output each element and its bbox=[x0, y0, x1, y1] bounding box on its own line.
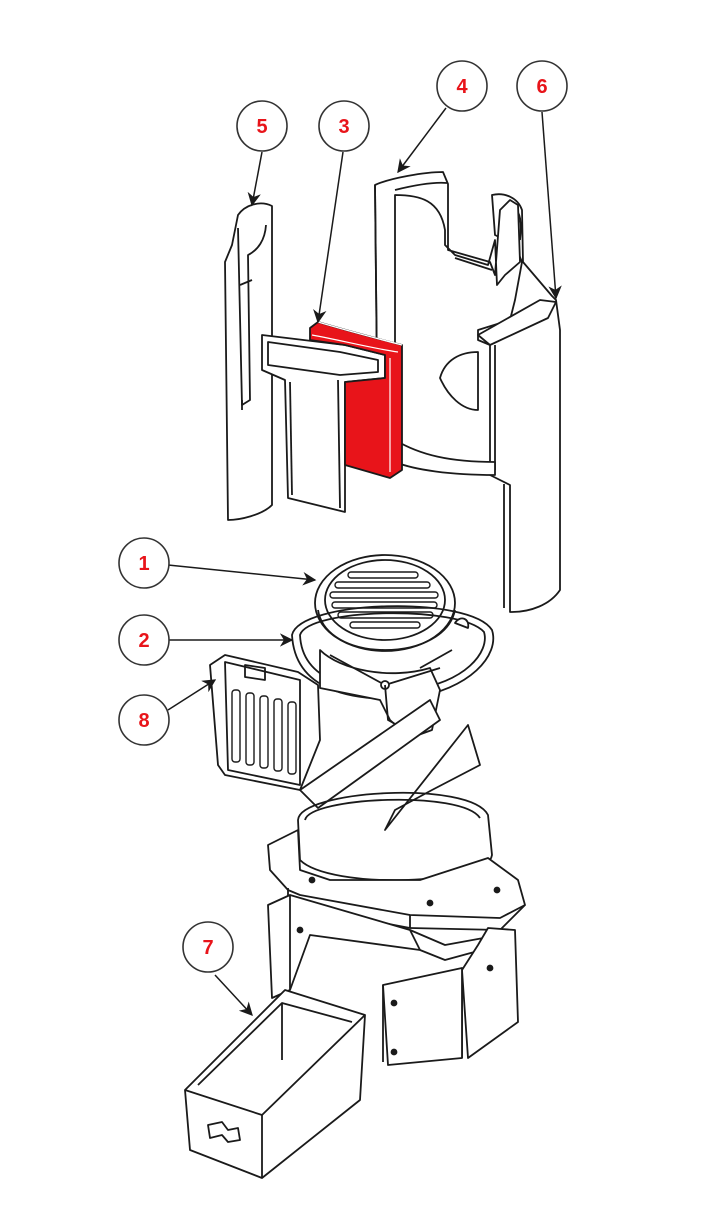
leader-7 bbox=[214, 974, 253, 1016]
callout-5: 5 bbox=[236, 100, 288, 152]
callout-1-label: 1 bbox=[138, 553, 149, 575]
leader-5 bbox=[247, 151, 263, 207]
callout-4: 4 bbox=[436, 60, 488, 112]
callout-7: 7 bbox=[182, 921, 234, 973]
leader-6 bbox=[541, 111, 562, 300]
callout-7-label: 7 bbox=[202, 937, 213, 959]
part-6-right-side-liner bbox=[477, 193, 561, 613]
callout-2-label: 2 bbox=[138, 630, 149, 652]
callout-6-label: 6 bbox=[536, 76, 547, 98]
callout-2: 2 bbox=[118, 614, 170, 666]
callout-5-label: 5 bbox=[256, 116, 267, 138]
callout-leaders bbox=[167, 107, 562, 1016]
leader-8 bbox=[167, 679, 217, 711]
part-7-ash-pan bbox=[184, 989, 366, 1179]
leader-4 bbox=[397, 107, 447, 174]
callout-8-label: 8 bbox=[138, 710, 149, 732]
lower-housing-walls bbox=[267, 894, 519, 1066]
callout-6: 6 bbox=[516, 60, 568, 112]
leader-3 bbox=[313, 151, 344, 324]
callout-4-label: 4 bbox=[456, 76, 468, 98]
callout-3: 3 bbox=[318, 100, 370, 152]
divider-plates bbox=[299, 699, 481, 831]
callouts: 1 2 3 4 5 6 7 8 bbox=[118, 60, 568, 973]
leader-1 bbox=[167, 564, 317, 586]
part-1-round-grate bbox=[314, 554, 456, 652]
callout-3-label: 3 bbox=[338, 116, 349, 138]
callout-1: 1 bbox=[118, 537, 170, 589]
part-8-front-grill bbox=[209, 654, 321, 791]
part-3-highlighted-panel bbox=[309, 321, 403, 479]
callout-8: 8 bbox=[118, 694, 170, 746]
